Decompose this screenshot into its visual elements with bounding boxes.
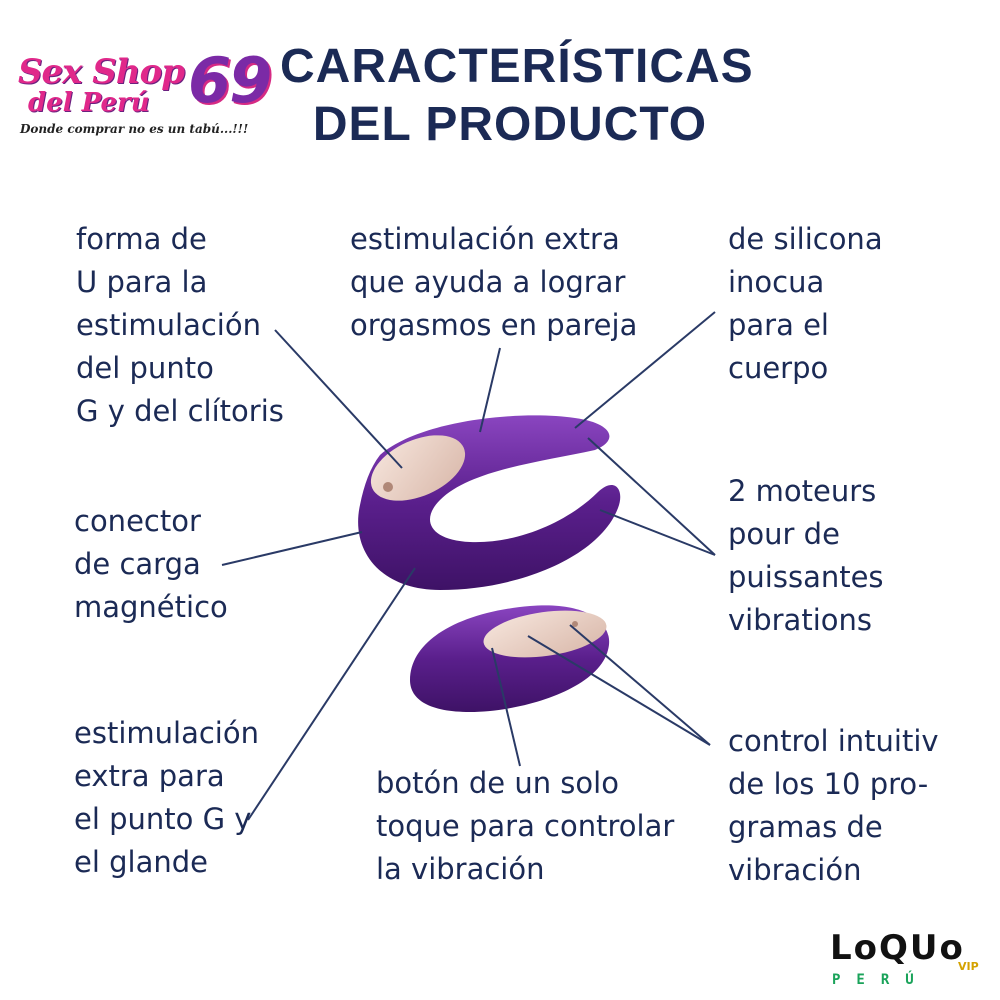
vibrator-top-pad — [370, 435, 466, 501]
callout-line-programs-b — [527, 635, 711, 746]
page-title: CARACTERÍSTICAS DEL PRODUCTO — [280, 38, 754, 154]
vibrator-body-shape — [358, 415, 621, 590]
callout-line-motors-a — [587, 437, 716, 556]
remote-control — [410, 605, 610, 712]
callout-line-u-shape — [274, 329, 403, 469]
feature-motors: 2 moteurs pour de puissantes vibrations — [728, 474, 884, 637]
loquo-watermark: LoQUo VIP PERÚ — [826, 928, 996, 994]
sex-shop-69-logo: Sex Shop del Perú 69 Donde comprar no es… — [18, 44, 272, 142]
logo-tagline: Donde comprar no es un tabú...!!! — [20, 122, 249, 136]
loquo-brand-text: LoQUo — [830, 928, 965, 968]
feature-magnetic: conector de carga magnético — [74, 504, 228, 624]
callout-line-silicone — [574, 311, 716, 429]
callout-line-magnetic — [221, 531, 363, 566]
feature-extra-couple: estimulación extra que ayuda a lograr or… — [350, 222, 638, 342]
callout-line-extra-couple — [479, 347, 501, 433]
remote-plus-dot — [572, 621, 578, 627]
title-line-1: CARACTERÍSTICAS — [280, 40, 754, 93]
logo-number: 69 — [188, 44, 272, 117]
feature-programs: control intuitiv de los 10 pro- gramas d… — [728, 724, 939, 887]
feature-silicone: de silicona inocua para el cuerpo — [728, 222, 883, 385]
logo-sex-shop-text: Sex Shop — [18, 52, 185, 92]
callout-line-programs-a — [569, 624, 711, 746]
title-line-2: DEL PRODUCTO — [312, 98, 708, 151]
logo-del-peru-text: del Perú — [28, 88, 150, 118]
u-shaped-vibrator — [358, 415, 621, 590]
loquo-country-text: PERÚ — [832, 972, 930, 988]
feature-extra-g: estimulación extra para el punto G y el … — [74, 716, 259, 879]
loquo-vip-text: VIP — [958, 960, 979, 973]
feature-one-touch: botón de un solo toque para controlar la… — [376, 766, 675, 886]
callout-line-extra-g — [247, 567, 416, 821]
feature-u-shape: forma de U para la estimulación del punt… — [76, 222, 284, 428]
callout-lines — [221, 311, 716, 821]
callout-line-one-touch — [491, 647, 521, 767]
callout-line-motors-b — [599, 509, 716, 556]
vibrator-button-dot — [383, 482, 393, 492]
